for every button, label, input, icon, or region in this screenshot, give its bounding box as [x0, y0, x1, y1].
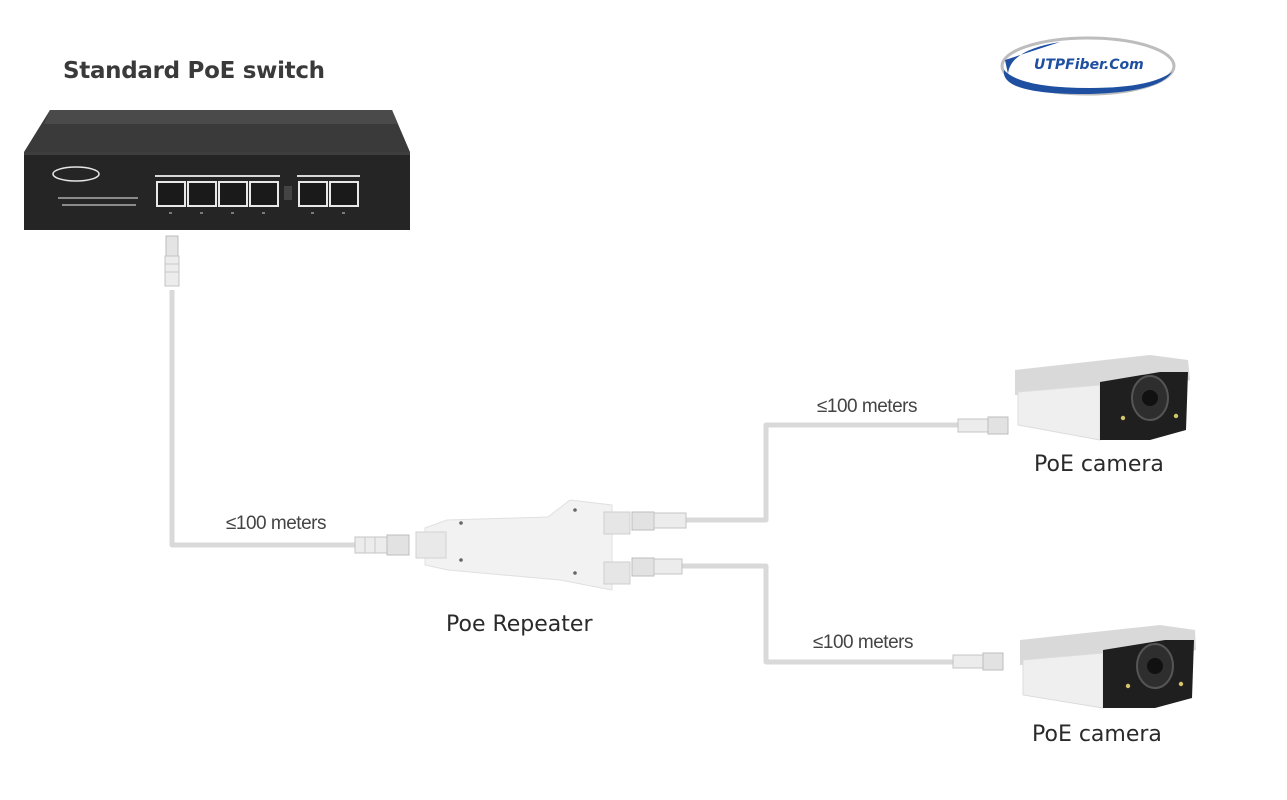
- cable-switch-to-repeater: [169, 290, 355, 548]
- camera-top-plug: [957, 416, 1009, 435]
- switch-label: Standard PoE switch: [63, 58, 325, 84]
- camera-top-label: PoE camera: [1034, 452, 1164, 477]
- distance-label-camera-top: ≤100 meters: [817, 396, 917, 417]
- camera-bottom-label: PoE camera: [1032, 722, 1162, 747]
- switch-cable-plug: [164, 235, 180, 287]
- switch-logo-icon: [52, 166, 100, 182]
- camera-bottom-plug: [952, 652, 1004, 671]
- distance-label-camera-bottom: ≤100 meters: [813, 632, 913, 653]
- poe-switch: [24, 110, 410, 230]
- logo-text: UTPFiber.Com: [1034, 57, 1144, 73]
- utpfiber-logo: UTPFiber.Com: [1000, 36, 1176, 96]
- cable-repeater-to-camera-top: [685, 422, 960, 523]
- repeater-label: Poe Repeater: [446, 612, 593, 637]
- cable-repeater-to-camera-bottom: [680, 563, 955, 665]
- switch-poe-ports: [156, 181, 279, 207]
- poe-camera-top: [1015, 355, 1190, 441]
- distance-label-switch-repeater: ≤100 meters: [226, 513, 326, 534]
- switch-uplink-ports: [298, 181, 359, 207]
- poe-camera-bottom: [1020, 625, 1196, 709]
- poe-repeater: [354, 499, 687, 591]
